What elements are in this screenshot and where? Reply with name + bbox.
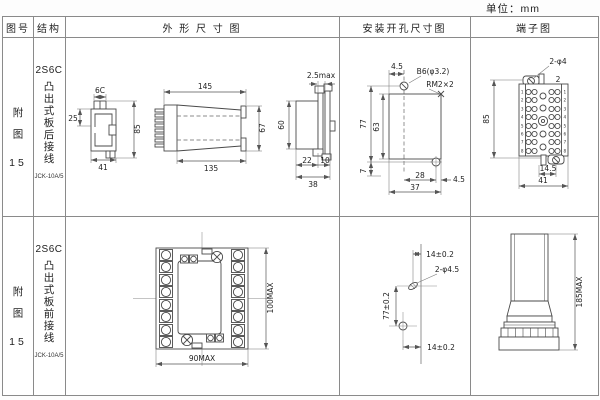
dim-side-right: 85 (133, 124, 142, 134)
pin-number: 3 (563, 107, 566, 112)
dim-mount-bottom-inner: 28 (415, 171, 425, 180)
dim-panel-left: 60 (277, 120, 286, 130)
mounting-drawing-front-wiring: 14±0.2 2-φ4.5 77±0.2 14±0.2 (382, 244, 460, 364)
terminal-screws-left (159, 249, 173, 348)
model-code: 2S6C (35, 244, 63, 255)
header-structure: 结构 (37, 23, 61, 35)
mounting-drawing-rear-wiring: B6(φ3.2) RM2×2 4.5 77 63 7 28 37 4.5 (359, 62, 465, 195)
dim-terminal-left: 85 (482, 114, 491, 124)
row1-terminal-cell: 2 1 2 3 4 5 6 (470, 37, 598, 216)
pin-number: 5 (563, 124, 566, 129)
dim-mount2-top: 14±0.2 (426, 250, 454, 259)
dim-front-right: 67 (258, 123, 267, 133)
col-divider-4 (470, 17, 471, 395)
panel-view (295, 83, 336, 161)
pin-holes (525, 88, 561, 155)
dim-mount2-bottom: 14±0.2 (427, 343, 455, 352)
dim-mount-top: 4.5 (391, 62, 403, 71)
header-terminal: 端子图 (516, 23, 552, 35)
row2-terminal-cell: 185MAX (470, 216, 598, 395)
fig-label: 附图 (11, 107, 24, 150)
pin-number: 8 (563, 149, 566, 154)
dim-mount-bottom-outer: 37 (410, 183, 420, 192)
dim-mount2-left: 77±0.2 (382, 292, 391, 320)
fig-number: 15 (9, 157, 27, 169)
dim-profile-height: 185MAX (575, 276, 584, 307)
row-divider (3, 216, 598, 217)
header-fig-no: 图号 (6, 23, 30, 35)
pin-number: 1 (563, 90, 566, 95)
pin-number: 6 (563, 132, 566, 137)
type-code: JCK-10A/5 (34, 353, 64, 359)
pin-number: 6 (521, 132, 524, 137)
drawing-table: 图号 结构 外 形 尺 寸 图 安装开孔尺寸图 端子图 附图 15 2S6C 凸… (2, 16, 599, 396)
relay-side-view (154, 104, 247, 152)
unit-label: 单位：mm (486, 3, 540, 15)
terminal-strip-ticks (507, 328, 554, 337)
header-outline: 外 形 尺 寸 图 (162, 23, 242, 35)
dim-front-bottom: 135 (204, 164, 219, 173)
pin-number: 7 (521, 140, 524, 145)
dim-mount-bottom-left: 7 (359, 168, 368, 173)
row2-fig-cell: 附图 15 (3, 216, 33, 395)
pin-number: 2 (521, 98, 524, 103)
dim-panel-b3: 38 (308, 180, 318, 189)
dim-panel-top: 2.5max (307, 71, 336, 80)
dim-outline-right: 100MAX (266, 282, 275, 313)
terminal-diagram-socket: 2 1 2 3 4 5 6 (482, 57, 569, 189)
dim-side-left: 25 (68, 114, 78, 123)
row1-mounting-cell: B6(φ3.2) RM2×2 4.5 77 63 7 28 37 4.5 (339, 37, 470, 216)
dim-front-top: 145 (198, 82, 213, 91)
pin-number: 4 (521, 115, 524, 120)
outline-drawing-front-wiring: 90MAX 100MAX (133, 232, 275, 367)
pin-numbers: 1 2 3 4 5 6 7 8 1 2 3 4 5 6 7 8 (521, 90, 567, 154)
pin-number: 3 (521, 107, 524, 112)
dim-mount-left-outer: 77 (359, 119, 368, 129)
terminal-corner-label: 2 (556, 75, 561, 84)
model-code: 2S6C (35, 65, 63, 76)
hole-spec-label: 2-φ4.5 (435, 265, 460, 274)
dim-mount-left-inner: 63 (372, 122, 381, 132)
terminal-hole-label: 2-φ4 (549, 57, 566, 66)
outline-drawing-rear-wiring: 6C 25 85 41 (68, 71, 336, 189)
structure-desc: 凸出式板前接线 (42, 260, 55, 344)
row2-structure-cell: 2S6C 凸出式板前接线 JCK-10A/5 (33, 216, 65, 395)
fig-number: 15 (9, 336, 27, 348)
dim-panel-b2: 10 (320, 156, 330, 165)
thread-spec-label: RM2×2 (426, 80, 454, 89)
header-divider (3, 37, 598, 38)
col-divider-3 (339, 17, 340, 395)
header-mounting: 安装开孔尺寸图 (362, 23, 447, 35)
terminal-diagram-side-profile: 185MAX (498, 233, 584, 351)
dim-side-bottom: 41 (98, 163, 108, 172)
hole-spec-label: B6(φ3.2) (417, 67, 450, 76)
dim-terminal-bottom-inner: 14.5 (540, 164, 557, 173)
type-code: JCK-10A/5 (34, 174, 64, 180)
row1-fig-cell: 附图 15 (3, 37, 33, 216)
pin-number: 8 (521, 149, 524, 154)
dim-terminal-bottom-outer: 41 (538, 176, 548, 185)
pin-number: 7 (563, 140, 566, 145)
structure-desc: 凸出式板后接线 (42, 81, 55, 165)
pin-number: 2 (563, 98, 566, 103)
row1-outline-cell: 6C 25 85 41 (65, 37, 339, 216)
dim-mount-bottom-right: 4.5 (453, 175, 465, 184)
col-divider-2 (65, 17, 66, 395)
col-divider-1 (33, 17, 34, 395)
dim-side-top: 6C (95, 86, 105, 95)
pin-number: 4 (563, 115, 566, 120)
pin-number: 5 (521, 124, 524, 129)
dim-panel-b1: 22 (302, 156, 312, 165)
fig-label: 附图 (11, 286, 24, 329)
terminal-screws-right (231, 249, 245, 348)
dim-outline-bottom: 90MAX (189, 354, 215, 363)
row1-structure-cell: 2S6C 凸出式板后接线 JCK-10A/5 (33, 37, 65, 216)
pin-number: 1 (521, 90, 524, 95)
row2-outline-cell: 90MAX 100MAX (65, 216, 339, 395)
row2-mounting-cell: 14±0.2 2-φ4.5 77±0.2 14±0.2 (339, 216, 470, 395)
